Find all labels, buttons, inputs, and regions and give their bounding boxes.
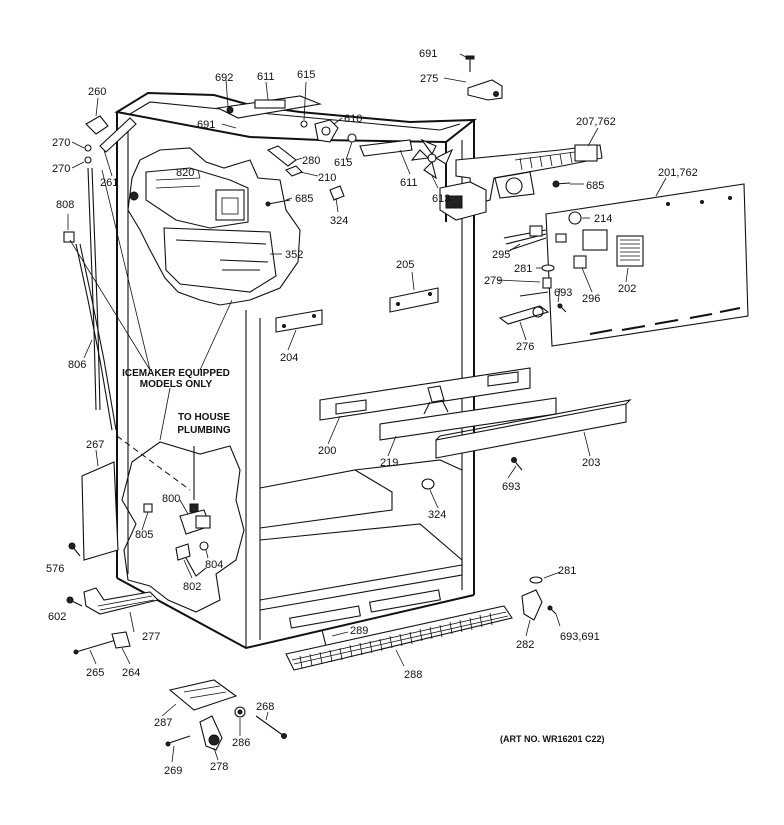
label-203: 203 xyxy=(582,457,600,469)
label-202: 202 xyxy=(618,283,636,295)
clip-289 xyxy=(321,629,333,647)
plumbing-note-line-2: PLUMBING xyxy=(177,425,231,436)
toe-grille-288 xyxy=(285,605,513,671)
icemaker-note: ICEMAKER EQUIPPED MODELS ONLY xyxy=(122,368,230,390)
label-615-top: 615 xyxy=(297,69,315,81)
label-261: 261 xyxy=(100,177,118,189)
label-693-mid: 693 xyxy=(502,481,520,493)
label-286: 286 xyxy=(232,737,250,749)
label-808: 808 xyxy=(56,199,74,211)
label-576: 576 xyxy=(46,563,64,575)
icemaker-note-line-1: ICEMAKER EQUIPPED xyxy=(122,368,230,379)
part-808 xyxy=(63,231,75,243)
label-288: 288 xyxy=(404,669,422,681)
label-281-lower: 281 xyxy=(558,565,576,577)
brackets-204-205 xyxy=(275,287,439,333)
tube-806 xyxy=(75,243,117,431)
label-295: 295 xyxy=(492,249,510,261)
label-219: 219 xyxy=(380,457,398,469)
plumbing-note: TO HOUSE PLUMBING xyxy=(177,412,231,436)
part-labels: 691 275 692 611 615 260 610 691 270 270 … xyxy=(46,48,698,777)
label-693-panel: 693 xyxy=(554,287,572,299)
label-352: 352 xyxy=(285,249,303,261)
label-200: 200 xyxy=(318,445,336,457)
label-613: 613 xyxy=(432,193,450,205)
label-611-lower: 611 xyxy=(400,177,418,189)
label-265: 265 xyxy=(86,667,104,679)
label-201-762: 201,762 xyxy=(658,167,698,179)
label-269: 269 xyxy=(164,765,182,777)
label-267: 267 xyxy=(86,439,104,451)
label-804: 804 xyxy=(205,559,223,571)
label-802: 802 xyxy=(183,581,201,593)
roller-assembly xyxy=(165,679,287,751)
label-275: 275 xyxy=(420,73,438,85)
label-204: 204 xyxy=(280,352,298,364)
label-806: 806 xyxy=(68,359,86,371)
label-270-lower: 270 xyxy=(52,163,70,175)
label-287: 287 xyxy=(154,717,172,729)
leader-lines xyxy=(67,53,667,763)
label-268: 268 xyxy=(256,701,274,713)
label-805: 805 xyxy=(135,529,153,541)
leveling-parts xyxy=(73,631,131,655)
label-278: 278 xyxy=(210,761,228,773)
icemaker-inset xyxy=(127,147,301,306)
label-610: 610 xyxy=(344,113,362,125)
label-279: 279 xyxy=(484,275,502,287)
label-260: 260 xyxy=(88,86,106,98)
label-277: 277 xyxy=(142,631,160,643)
control-wiring-parts xyxy=(498,225,567,325)
label-685-left: 685 xyxy=(295,193,313,205)
label-324-lower: 324 xyxy=(428,509,446,521)
label-800: 800 xyxy=(162,493,180,505)
label-820: 820 xyxy=(176,167,194,179)
top-duct-components xyxy=(216,95,603,221)
label-289: 289 xyxy=(350,625,368,637)
top-hinge-assembly xyxy=(465,55,503,101)
panel-267 xyxy=(81,461,119,561)
label-280: 280 xyxy=(302,155,320,167)
label-281-right: 281 xyxy=(514,263,532,275)
label-693-691: 693,691 xyxy=(560,631,600,643)
label-207-762: 207,762 xyxy=(576,116,616,128)
water-valve-inset xyxy=(121,441,245,613)
label-692: 692 xyxy=(215,72,233,84)
label-276: 276 xyxy=(516,341,534,353)
label-210: 210 xyxy=(318,172,336,184)
art-number: (ART NO. WR16201 C22) xyxy=(500,734,605,744)
rails-200-219-203 xyxy=(319,367,632,490)
fan-blade xyxy=(410,138,454,180)
label-691-top: 691 xyxy=(419,48,437,60)
plumbing-note-line-1: TO HOUSE xyxy=(178,412,230,423)
label-296: 296 xyxy=(582,293,600,305)
label-264: 264 xyxy=(122,667,140,679)
label-691-mid: 691 xyxy=(197,119,215,131)
label-615-mid: 615 xyxy=(334,157,352,169)
label-214: 214 xyxy=(594,213,612,225)
label-270-upper: 270 xyxy=(52,137,70,149)
lower-hinge-282 xyxy=(521,576,557,621)
label-324-top: 324 xyxy=(330,215,348,227)
label-205: 205 xyxy=(396,259,414,271)
label-282: 282 xyxy=(516,639,534,651)
control-panel-201 xyxy=(545,183,749,347)
label-602: 602 xyxy=(48,611,66,623)
icemaker-note-line-2: MODELS ONLY xyxy=(140,379,213,390)
label-685-right: 685 xyxy=(586,180,604,192)
lower-left-parts xyxy=(66,542,160,615)
label-611-top: 611 xyxy=(257,71,275,83)
